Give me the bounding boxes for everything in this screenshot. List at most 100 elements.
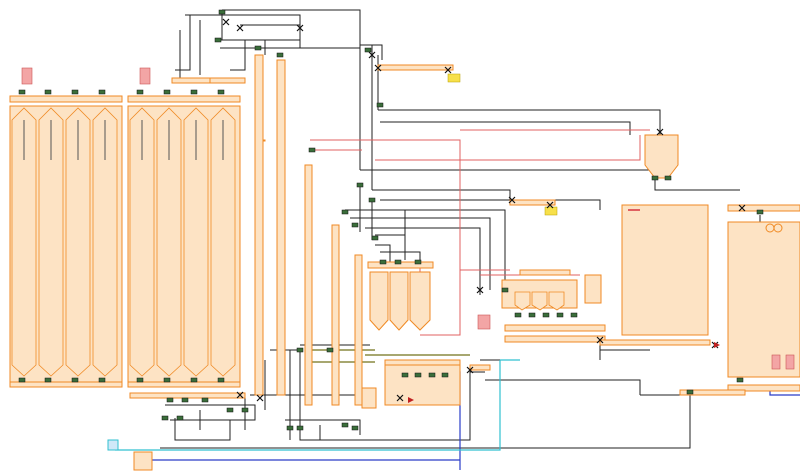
valve-icon[interactable] (444, 66, 452, 74)
motor-icon[interactable] (351, 222, 359, 228)
motor-icon[interactable] (570, 312, 578, 318)
motor-icon[interactable] (214, 37, 222, 43)
valve-icon[interactable] (546, 201, 554, 209)
right-silo-body[interactable] (727, 221, 800, 378)
valve-icon[interactable] (738, 204, 746, 212)
valve-icon[interactable] (466, 366, 474, 374)
classifier-feed-conveyor[interactable] (519, 269, 571, 276)
upper-right-conveyor[interactable] (377, 64, 454, 71)
filter-icon[interactable] (584, 274, 602, 304)
motor-icon[interactable] (217, 89, 225, 95)
motor-icon[interactable] (376, 102, 384, 108)
motor-icon[interactable] (166, 397, 174, 403)
top-feed-conveyor-2[interactable] (209, 77, 246, 84)
motor-icon[interactable] (226, 407, 234, 413)
right-silo-bottom-conveyor[interactable] (727, 384, 800, 392)
motor-icon[interactable] (736, 377, 744, 383)
silo-a4[interactable] (92, 107, 118, 377)
motor-icon[interactable] (136, 377, 144, 383)
motor-icon[interactable] (176, 415, 184, 421)
motor-icon[interactable] (514, 312, 522, 318)
motor-icon[interactable] (241, 407, 249, 413)
bag-station[interactable] (361, 387, 377, 409)
motor-icon[interactable] (98, 89, 106, 95)
bottom-collect-conveyor[interactable] (129, 392, 246, 399)
silo-a1[interactable] (11, 107, 37, 377)
motor-icon[interactable] (254, 45, 262, 51)
alarm-indicator-icon[interactable] (447, 73, 461, 83)
alarm-indicator-icon[interactable] (785, 354, 795, 370)
center-bin-1[interactable] (369, 271, 389, 331)
motor-icon[interactable] (414, 259, 422, 265)
valve-icon[interactable] (476, 286, 484, 294)
motor-icon[interactable] (368, 197, 376, 203)
valve-icon[interactable] (508, 196, 516, 204)
silo-b3[interactable] (183, 107, 209, 377)
bottom-left-unit[interactable] (133, 451, 153, 471)
motor-icon[interactable] (18, 377, 26, 383)
alarm-indicator-icon[interactable] (771, 354, 781, 370)
valve-icon[interactable] (256, 394, 264, 402)
motor-icon[interactable] (371, 235, 379, 241)
storage-out-conveyor[interactable] (599, 339, 711, 346)
valve-icon[interactable] (396, 394, 404, 402)
right-silo-top-conveyor[interactable] (727, 204, 800, 212)
motor-icon[interactable] (136, 89, 144, 95)
alarm-indicator-icon[interactable] (21, 67, 33, 85)
silo-b4[interactable] (210, 107, 236, 377)
motor-icon[interactable] (190, 89, 198, 95)
motor-icon[interactable] (501, 287, 509, 293)
alarm-indicator-icon[interactable] (477, 314, 491, 330)
hopper-icon[interactable] (644, 134, 679, 179)
motor-icon[interactable] (379, 259, 387, 265)
valve-icon[interactable] (222, 18, 230, 26)
motor-icon[interactable] (664, 175, 672, 181)
motor-icon[interactable] (71, 89, 79, 95)
elevator-5[interactable] (354, 254, 363, 406)
motor-icon[interactable] (441, 372, 449, 378)
motor-icon[interactable] (356, 182, 364, 188)
elevator-4[interactable] (331, 224, 340, 406)
motor-icon[interactable] (163, 89, 171, 95)
elevator-1[interactable] (254, 54, 264, 396)
motor-icon[interactable] (44, 89, 52, 95)
valve-icon[interactable] (656, 128, 664, 136)
silo-a2[interactable] (38, 107, 64, 377)
motor-icon[interactable] (44, 377, 52, 383)
motor-icon[interactable] (394, 259, 402, 265)
motor-icon[interactable] (686, 389, 694, 395)
motor-icon[interactable] (341, 209, 349, 215)
elevator-3[interactable] (304, 164, 313, 406)
top-feed-conveyor[interactable] (171, 77, 213, 84)
motor-icon[interactable] (286, 425, 294, 431)
center-bin-3[interactable] (409, 271, 431, 331)
valve-icon[interactable] (368, 51, 376, 59)
motor-icon[interactable] (98, 377, 106, 383)
motor-icon[interactable] (308, 147, 316, 153)
motor-icon[interactable] (364, 47, 372, 53)
motor-icon[interactable] (556, 312, 564, 318)
alarm-indicator-icon[interactable] (139, 67, 151, 85)
right-bottom-conveyor[interactable] (679, 389, 746, 396)
motor-icon[interactable] (217, 377, 225, 383)
motor-icon[interactable] (326, 347, 334, 353)
motor-icon[interactable] (201, 397, 209, 403)
motor-icon[interactable] (190, 377, 198, 383)
motor-icon[interactable] (528, 312, 536, 318)
valve-icon[interactable] (296, 24, 304, 32)
elevator-2[interactable] (276, 59, 286, 396)
motor-icon[interactable] (414, 372, 422, 378)
mixer-feed-conveyor[interactable] (384, 359, 461, 366)
motor-icon[interactable] (161, 415, 169, 421)
small-conveyor[interactable] (469, 364, 491, 371)
motor-icon[interactable] (756, 209, 764, 215)
motor-icon[interactable] (218, 9, 226, 15)
motor-icon[interactable] (296, 425, 304, 431)
motor-icon[interactable] (651, 175, 659, 181)
motor-icon[interactable] (181, 397, 189, 403)
silo-b1[interactable] (129, 107, 155, 377)
storage-building[interactable] (621, 204, 709, 336)
valve-icon[interactable] (236, 24, 244, 32)
silo-a3[interactable] (65, 107, 91, 377)
classifier-out-conveyor-2[interactable] (504, 335, 606, 343)
